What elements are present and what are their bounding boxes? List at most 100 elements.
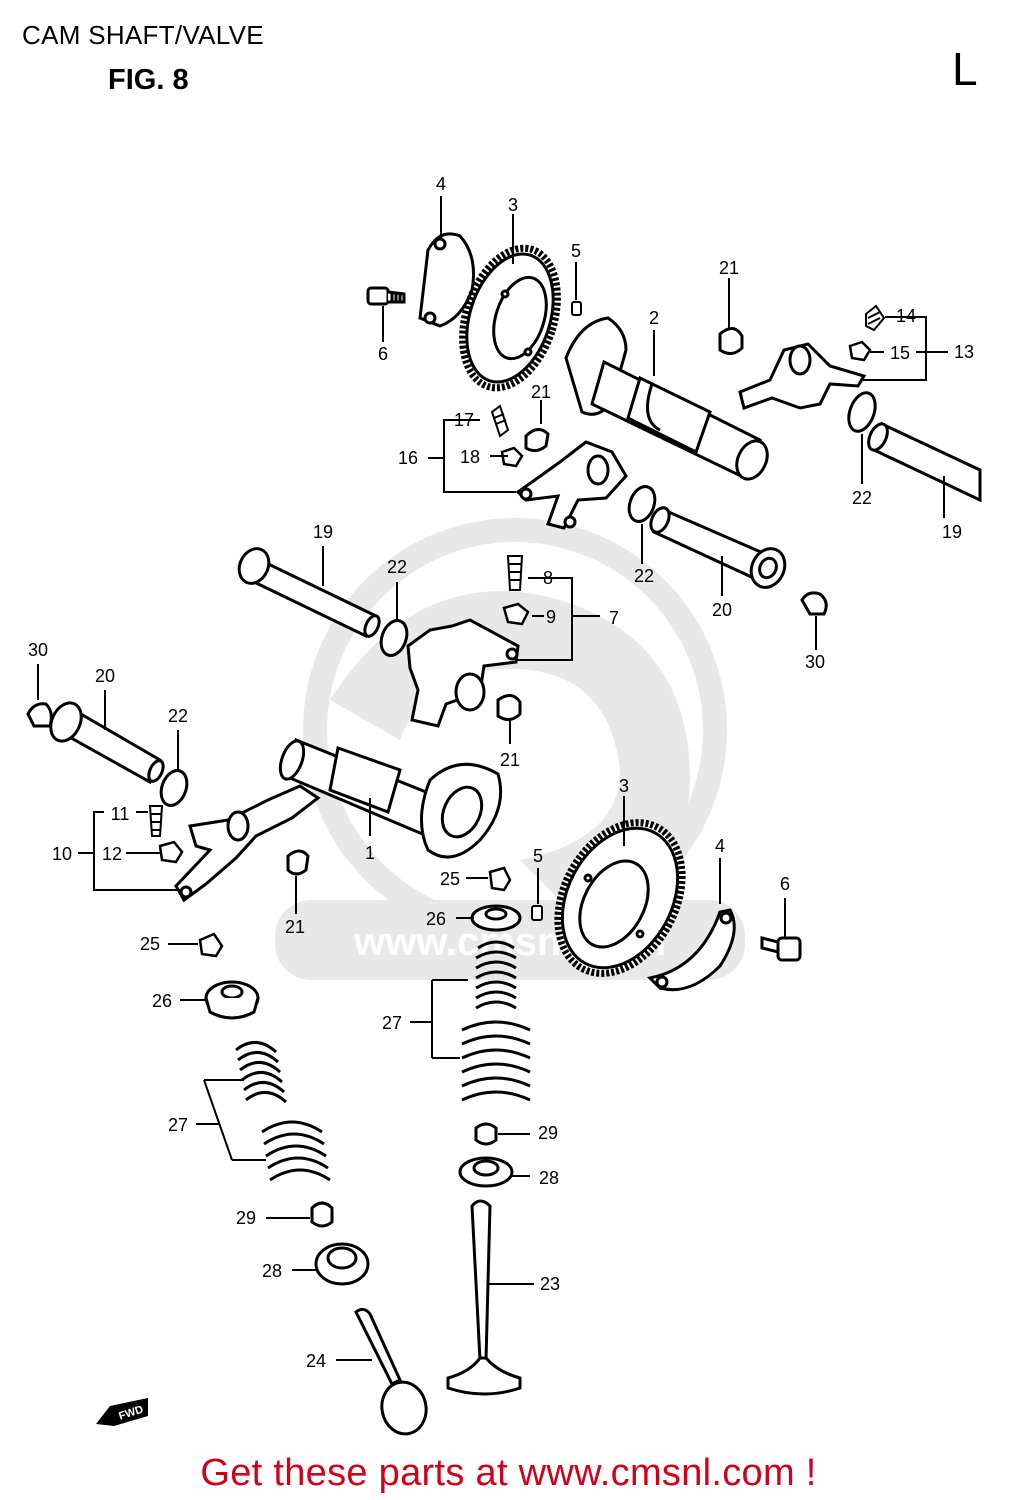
washer-22-upper-right [847, 391, 877, 433]
callout-10: 10 [52, 844, 72, 864]
rocker-shaft-19-left [237, 547, 381, 638]
callout-19-left: 19 [313, 522, 333, 542]
callout-30-right: 30 [805, 652, 825, 672]
callout-23: 23 [540, 1274, 560, 1294]
callout-3-lower: 3 [619, 776, 629, 796]
callout-9: 9 [546, 607, 556, 627]
rocker-arm-7 [406, 618, 520, 728]
washer-22-middle [627, 485, 657, 523]
callout-5-upper: 5 [571, 241, 581, 261]
valve-seal-29-middle [474, 1122, 498, 1146]
leader-lines [37, 196, 948, 1361]
callout-17: 17 [454, 410, 474, 430]
callout-22-middle: 22 [634, 566, 654, 586]
callout-20-left: 20 [95, 666, 115, 686]
callout-12: 12 [102, 844, 122, 864]
valve-23 [446, 1199, 522, 1396]
callout-21-left-lower: 21 [285, 917, 305, 937]
gasket-21-middle [496, 694, 522, 721]
callout-20-right: 20 [712, 600, 732, 620]
callout-18: 18 [460, 447, 480, 467]
rocker-shaft-20-left [49, 701, 165, 785]
callout-7: 7 [609, 608, 619, 628]
valve-24 [354, 1307, 428, 1436]
model-variant-letter: L [952, 43, 978, 95]
callout-6-lower: 6 [780, 874, 790, 894]
callout-19-right: 19 [942, 522, 962, 542]
forward-arrow-mark: FWD [96, 1398, 148, 1426]
callout-14: 14 [896, 306, 916, 326]
washer-22-left-lower [159, 769, 189, 807]
retainer-plate-upper [418, 232, 475, 328]
washer-22-left-upper [379, 619, 409, 657]
cam-sprocket-upper [459, 244, 561, 392]
rocker-shaft-20-right [649, 506, 787, 589]
callout-22-upper-right: 22 [852, 488, 872, 508]
callout-4-lower: 4 [715, 836, 725, 856]
callout-2: 2 [649, 308, 659, 328]
callout-16: 16 [398, 448, 418, 468]
rocker-arm-13 [738, 342, 867, 410]
callout-8: 8 [543, 568, 553, 588]
lock-nut-15 [848, 340, 872, 362]
callout-6-upper: 6 [378, 344, 388, 364]
valve-spring-27-left [235, 1041, 331, 1182]
gasket-21-upper-middle [524, 428, 550, 453]
adjuster-screw-14 [865, 304, 886, 332]
callout-26-left: 26 [152, 991, 172, 1011]
gasket-21-upper-right [718, 327, 744, 355]
spring-seat-28-left [314, 1242, 370, 1286]
rocker-arm-16 [515, 440, 628, 530]
callout-28-left: 28 [262, 1261, 282, 1281]
callout-26-middle: 26 [426, 909, 446, 929]
valve-cotter-25-middle [488, 866, 512, 892]
callout-22-left-upper: 22 [387, 557, 407, 577]
get-parts-link[interactable]: Get these parts at www.cmsnl.com ! [200, 1452, 817, 1494]
rocker-arm-10 [174, 784, 321, 903]
callout-29-left: 29 [236, 1208, 256, 1228]
callout-27-left: 27 [168, 1115, 188, 1135]
valve-cotter-25-left [198, 932, 224, 958]
retainer-plate-lower [646, 908, 736, 992]
dowel-pin-upper [571, 301, 582, 316]
callout-4-upper: 4 [436, 174, 446, 194]
callout-13: 13 [954, 342, 974, 362]
lock-nut-18 [500, 446, 524, 468]
dowel-pin-lower [531, 905, 543, 921]
callout-28-middle: 28 [539, 1168, 559, 1188]
lock-nut-9 [502, 602, 530, 626]
camshaft-1 [278, 737, 503, 859]
callout-11: 11 [111, 804, 130, 824]
rocker-shaft-19-upper [867, 421, 982, 503]
gasket-21-left-lower [286, 849, 310, 876]
callout-30-left: 30 [28, 640, 48, 660]
bolt-upper [366, 286, 406, 306]
adjuster-screw-11 [148, 805, 164, 837]
part-number-labels: 4 3 5 6 2 21 14 15 13 21 17 18 16 22 19 … [28, 174, 974, 1371]
plug-cap-30-right [800, 591, 828, 616]
valve-spring-27-middle [461, 940, 531, 1102]
bolt-lower [760, 936, 802, 962]
callout-3-upper: 3 [508, 195, 518, 215]
callout-21-middle: 21 [500, 750, 520, 770]
figure-number: FIG. 8 [108, 64, 189, 96]
callout-29-middle: 29 [538, 1123, 558, 1143]
spring-retainer-26-left [204, 980, 260, 1020]
callout-22-left-lower: 22 [168, 706, 188, 726]
callout-1: 1 [365, 843, 375, 863]
callout-15: 15 [890, 343, 910, 363]
cam-sprocket-lower [554, 819, 686, 977]
callout-21-upper-right: 21 [719, 258, 739, 278]
valve-seal-29-left [310, 1201, 334, 1228]
plug-cap-30-left [26, 702, 53, 728]
adjuster-screw-8 [506, 555, 524, 591]
spring-retainer-26-middle [470, 904, 522, 932]
callout-5-lower: 5 [533, 846, 543, 866]
camshaft-2 [564, 316, 769, 481]
lock-nut-12 [158, 840, 184, 864]
adjuster-screw-17 [490, 404, 510, 438]
spring-seat-28-middle [458, 1156, 514, 1188]
callout-25-middle: 25 [440, 869, 460, 889]
